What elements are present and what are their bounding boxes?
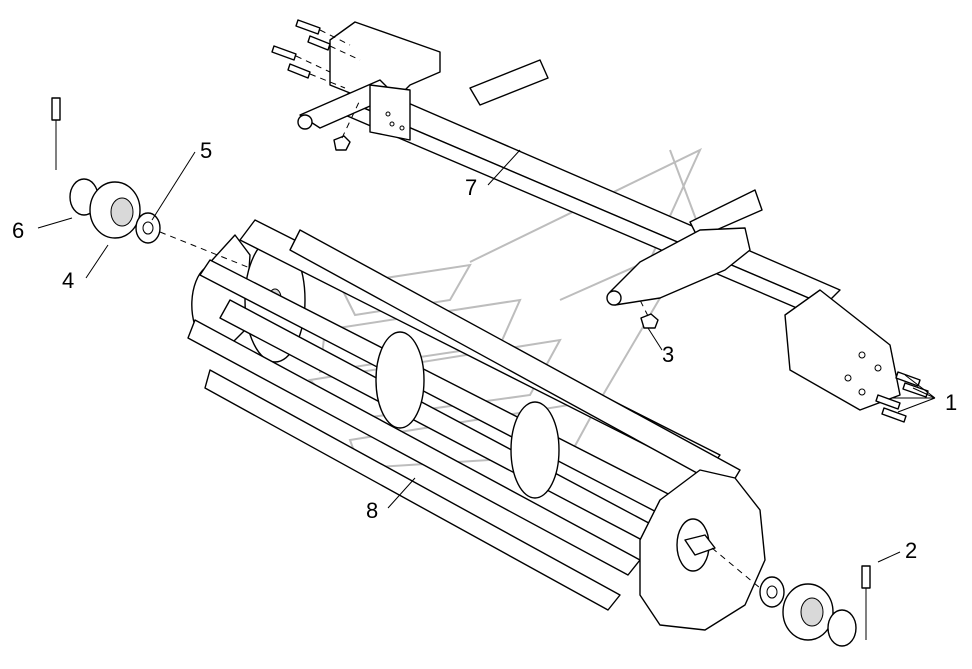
cage-roller: [187, 219, 766, 631]
frame-beam: [297, 21, 901, 411]
callout-2: 2: [905, 538, 917, 563]
callout-6: 6: [12, 218, 24, 243]
callout-1: 1: [945, 390, 957, 415]
leader-lines: [37, 149, 936, 563]
callout-4: 4: [62, 268, 74, 293]
callout-7: 7: [465, 175, 477, 200]
right-bearing-set: [711, 547, 871, 647]
callout-labels: 1 2 3 4 5 6 7 8: [12, 138, 957, 563]
callout-5: 5: [200, 138, 212, 163]
left-bearing-set: [51, 97, 251, 269]
bolts-top: [271, 19, 361, 151]
callout-8: 8: [366, 498, 378, 523]
nut: [639, 299, 659, 329]
callout-3: 3: [662, 342, 674, 367]
